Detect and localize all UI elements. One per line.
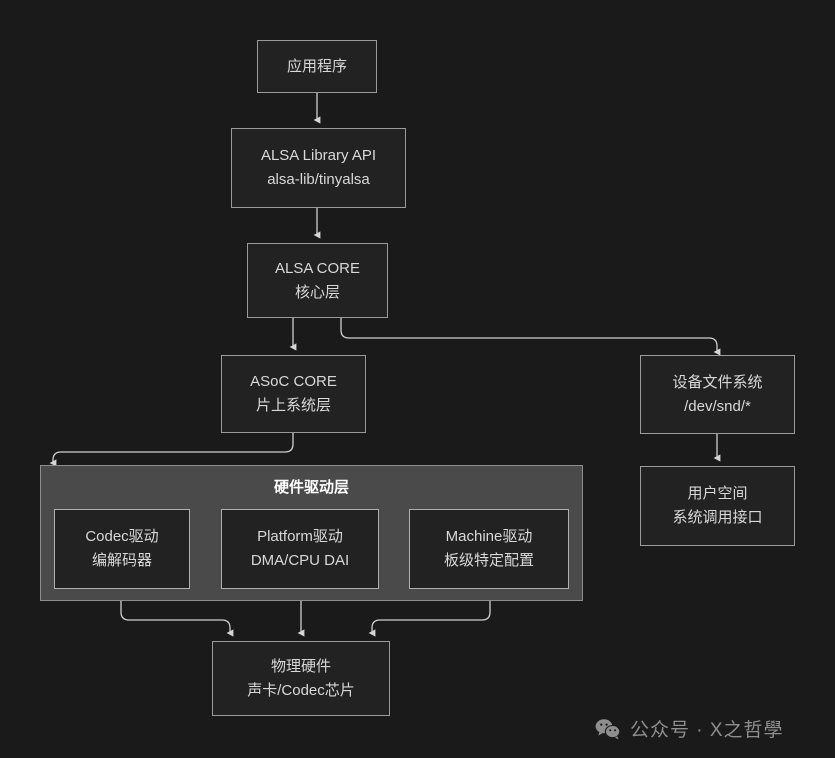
node-codec-driver-line2: 编解码器 — [91, 552, 152, 569]
node-userspace-syscall-line2: 系统调用接口 — [672, 509, 763, 526]
node-asoc-core-line1: ASoC CORE — [250, 373, 337, 391]
node-alsa-core-line2: 核心层 — [294, 283, 340, 301]
node-machine-driver-line2: 板级特定配置 — [443, 552, 534, 569]
node-asoc-core-line2: 片上系统层 — [255, 397, 331, 414]
node-machine-driver-line1: Machine驱动 — [445, 528, 533, 546]
edge-alsacore-to-devfs — [340, 318, 721, 356]
node-device-filesystem-line1: 设备文件系统 — [672, 373, 763, 391]
node-codec-driver[interactable]: Codec驱动 编解码器 — [54, 509, 190, 589]
panel-hardware-driver-layer: 硬件驱动层 Codec驱动 编解码器 Platform驱动 DMA/CPU DA… — [40, 465, 583, 601]
node-alsa-core-line1: ALSA CORE — [274, 259, 361, 277]
node-platform-driver-line1: Platform驱动 — [257, 528, 343, 546]
node-physical-hardware-line2: 声卡/Codec芯片 — [247, 681, 355, 699]
node-alsa-library-api-line2: alsa-lib/tinyalsa — [267, 171, 370, 188]
node-platform-driver-line2: DMA/CPU DAI — [250, 552, 350, 569]
edge-asoccore-to-driverpanel — [49, 433, 294, 467]
node-alsa-core[interactable]: ALSA CORE 核心层 — [247, 243, 388, 318]
node-machine-driver[interactable]: Machine驱动 板级特定配置 — [409, 509, 569, 589]
node-userspace-syscall-line1: 用户空间 — [687, 485, 748, 503]
node-platform-driver[interactable]: Platform驱动 DMA/CPU DAI — [221, 509, 379, 589]
node-application[interactable]: 应用程序 — [257, 40, 377, 93]
panel-hardware-driver-layer-title: 硬件驱动层 — [273, 479, 349, 496]
node-device-filesystem[interactable]: 设备文件系统 /dev/snd/* — [640, 355, 795, 434]
watermark: 公众号 · X之哲學 — [595, 715, 784, 742]
node-physical-hardware[interactable]: 物理硬件 声卡/Codec芯片 — [212, 641, 390, 716]
node-alsa-library-api-line1: ALSA Library API — [260, 147, 377, 165]
node-device-filesystem-line2: /dev/snd/* — [684, 397, 751, 415]
node-application-line1: 应用程序 — [286, 57, 347, 75]
node-physical-hardware-line1: 物理硬件 — [270, 657, 331, 675]
watermark-text: 公众号 · X之哲學 — [630, 720, 784, 741]
node-alsa-library-api[interactable]: ALSA Library API alsa-lib/tinyalsa — [231, 128, 406, 208]
node-codec-driver-line1: Codec驱动 — [85, 528, 159, 546]
node-asoc-core[interactable]: ASoC CORE 片上系统层 — [221, 355, 366, 433]
node-userspace-syscall[interactable]: 用户空间 系统调用接口 — [640, 466, 795, 546]
wechat-icon — [595, 718, 621, 739]
